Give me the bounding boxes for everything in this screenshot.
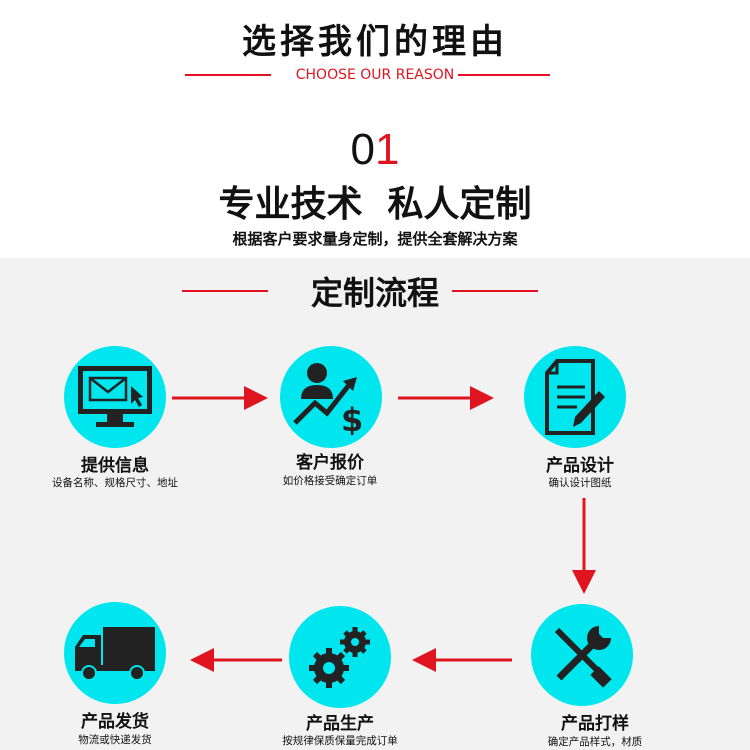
step-6-circle	[64, 602, 166, 704]
process-divider-left	[182, 290, 268, 292]
step-6-label: 产品发货	[81, 712, 149, 732]
person-chart-dollar-icon: $	[293, 363, 363, 435]
step-1-circle	[64, 346, 166, 448]
section-number: 01	[350, 125, 400, 174]
subtitle-en: CHOOSE OUR REASON	[295, 67, 455, 83]
section-description: 根据客户要求量身定制，提供全套解决方案	[232, 230, 518, 248]
step-2-desc: 如价格接受确定订单	[282, 475, 378, 487]
step-1-label: 提供信息	[81, 456, 149, 476]
monitor-mail-icon	[78, 366, 152, 427]
process-divider-right	[452, 290, 538, 292]
step-3-label: 产品设计	[546, 456, 614, 476]
gears-icon	[309, 627, 370, 688]
step-6-desc: 物流或快递发货	[78, 734, 152, 746]
step-4-desc: 确定产品样式，材质	[547, 736, 643, 748]
step-3-circle	[524, 346, 626, 448]
step-4-label: 产品打样	[561, 714, 629, 734]
svg-text:$: $	[341, 401, 363, 435]
page-title: 选择我们的理由	[242, 22, 508, 62]
step-5-circle	[289, 606, 391, 708]
step-3-desc: 确认设计图纸	[548, 477, 612, 489]
truck-icon	[75, 627, 155, 681]
step-2-circle: $	[280, 346, 382, 448]
step-1-desc: 设备名称、规格尺寸、地址	[52, 477, 178, 489]
document-pen-icon	[545, 359, 605, 435]
tools-icon	[554, 626, 612, 688]
step-5-label: 产品生产	[306, 714, 374, 734]
step-2-label: 客户报价	[296, 453, 364, 473]
step-5-desc: 按规律保质保量完成订单	[282, 735, 398, 747]
divider-right	[458, 74, 550, 76]
divider-left	[185, 74, 271, 76]
section-heading: 专业技术 私人定制	[218, 184, 532, 225]
process-title: 定制流程	[310, 274, 439, 312]
step-4-circle	[531, 604, 633, 706]
